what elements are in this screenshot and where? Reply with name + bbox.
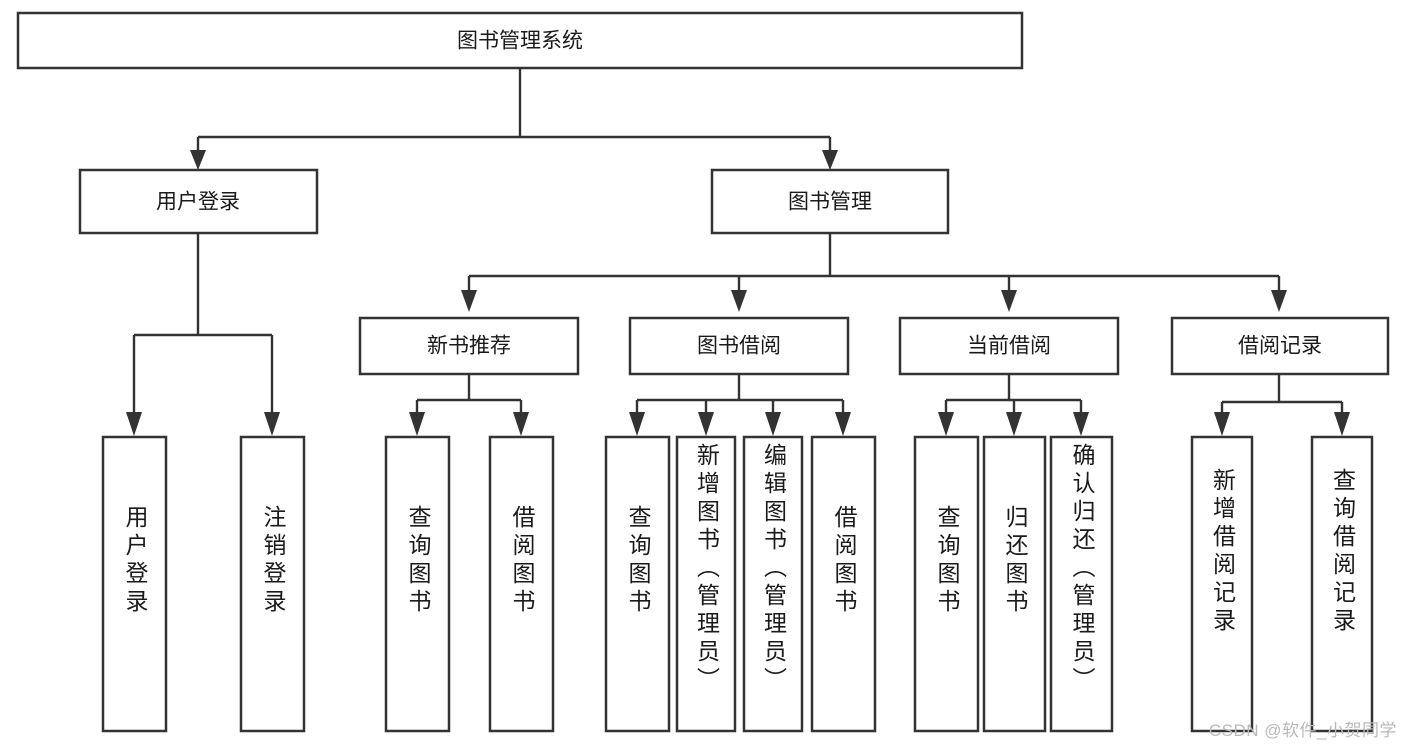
label-root: 图书管理系统 <box>457 30 583 53</box>
label-user-login: 用户登录 <box>156 191 240 214</box>
label-book-borrow: 图书借阅 <box>697 335 781 358</box>
arrow-head-leaf-logout <box>264 412 280 436</box>
node-user-login-box[interactable] <box>78 168 319 235</box>
arrow-head-bb-leaf-4 <box>835 412 851 436</box>
node-book-manage-box[interactable] <box>710 168 950 235</box>
label-new-book-recommend: 新书推荐 <box>427 335 511 358</box>
leaf-box-bookborrow-4[interactable] <box>810 435 877 733</box>
boxes-layer <box>16 11 1390 733</box>
node-borrow-record-box[interactable] <box>1170 316 1390 376</box>
arrow-head-br-leaf-1 <box>1214 412 1230 436</box>
arrow-head-user-login <box>190 150 206 170</box>
leaf-box-borrowrecord-2[interactable] <box>1310 435 1374 733</box>
connectors-layer <box>126 68 1350 436</box>
arrow-head-cb-leaf-3 <box>1073 412 1089 436</box>
leaf-box-borrowrecord-1[interactable] <box>1190 435 1254 733</box>
arrow-head-book-borrow <box>731 290 747 312</box>
labels-layer: 图书管理系统 用户登录 图书管理 新书推荐 图书借阅 当前借阅 借阅记录 <box>156 30 1322 358</box>
node-current-borrow-box[interactable] <box>898 316 1120 376</box>
leaf-box-bookborrow-3[interactable] <box>742 435 804 733</box>
label-current-borrow: 当前借阅 <box>967 335 1051 358</box>
arrow-head-cb-leaf-1 <box>938 412 954 436</box>
arrow-head-current-borrow <box>1001 290 1017 312</box>
leaf-box-newbook-2[interactable] <box>488 435 555 733</box>
leaf-box-bookborrow-2[interactable] <box>675 435 737 733</box>
arrow-head-bb-leaf-2 <box>698 412 714 436</box>
leaf-box-newbook-1[interactable] <box>384 435 451 733</box>
leaf-box-bookborrow-1[interactable] <box>604 435 671 733</box>
arrow-head-new-book-recommend <box>461 290 477 312</box>
arrow-head-cb-leaf-2 <box>1006 412 1022 436</box>
leaf-box-user-login-1[interactable] <box>101 435 168 733</box>
arrow-head-borrow-record <box>1271 290 1287 312</box>
node-new-book-recommend-box[interactable] <box>358 316 580 376</box>
arrow-head-br-leaf-2 <box>1334 412 1350 436</box>
leaf-box-currentborrow-3[interactable] <box>1049 435 1114 733</box>
leaf-box-user-login-2[interactable] <box>239 435 306 733</box>
arrow-head-bb-leaf-1 <box>629 412 645 436</box>
arrow-head-nb-leaf-1 <box>409 412 425 436</box>
arrow-head-bb-leaf-3 <box>765 412 781 436</box>
arrow-head-book-manage <box>822 150 838 170</box>
arrow-head-nb-leaf-2 <box>513 412 529 436</box>
label-book-manage: 图书管理 <box>788 191 872 214</box>
leaf-box-currentborrow-2[interactable] <box>982 435 1047 733</box>
node-book-borrow-box[interactable] <box>628 316 850 376</box>
leaf-box-currentborrow-1[interactable] <box>913 435 980 733</box>
label-borrow-record: 借阅记录 <box>1238 335 1322 358</box>
node-root-box[interactable] <box>16 11 1024 70</box>
arrow-head-leaf-user-login <box>126 412 142 436</box>
